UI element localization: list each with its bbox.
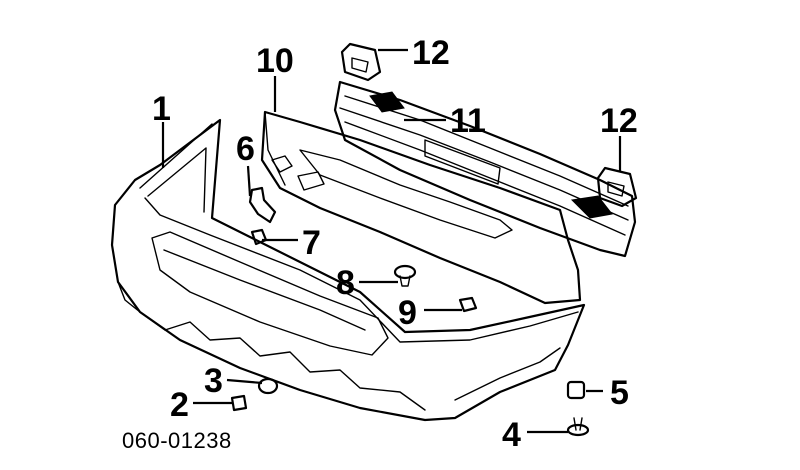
callout-5: 5 bbox=[610, 374, 629, 412]
callout-10: 10 bbox=[256, 42, 294, 80]
grommet-5 bbox=[566, 380, 586, 400]
callout-8: 8 bbox=[336, 264, 355, 302]
callout-12-right: 12 bbox=[600, 102, 638, 140]
callout-6: 6 bbox=[236, 130, 255, 168]
callout-3: 3 bbox=[204, 362, 223, 400]
callout-7: 7 bbox=[302, 224, 321, 262]
diagram-code: 060-01238 bbox=[122, 428, 232, 453]
callout-12-left: 12 bbox=[412, 34, 450, 72]
bracket-right bbox=[596, 166, 638, 208]
callout-2: 2 bbox=[170, 386, 189, 424]
callout-1: 1 bbox=[152, 90, 171, 128]
callout-11: 11 bbox=[450, 102, 486, 140]
clip-3 bbox=[257, 377, 279, 395]
callout-9: 9 bbox=[398, 294, 417, 332]
bumper-cover bbox=[110, 118, 586, 422]
side-bracket bbox=[248, 186, 277, 224]
screw-4 bbox=[566, 417, 590, 437]
callout-4: 4 bbox=[502, 416, 521, 454]
leader-lines bbox=[161, 48, 622, 434]
absorber bbox=[260, 110, 582, 305]
screw-2 bbox=[230, 394, 248, 412]
reinforcement-beam bbox=[333, 80, 637, 258]
clip-9 bbox=[458, 296, 478, 313]
clip-7 bbox=[250, 228, 268, 246]
bracket-left bbox=[340, 42, 382, 82]
clip-8 bbox=[393, 264, 417, 287]
